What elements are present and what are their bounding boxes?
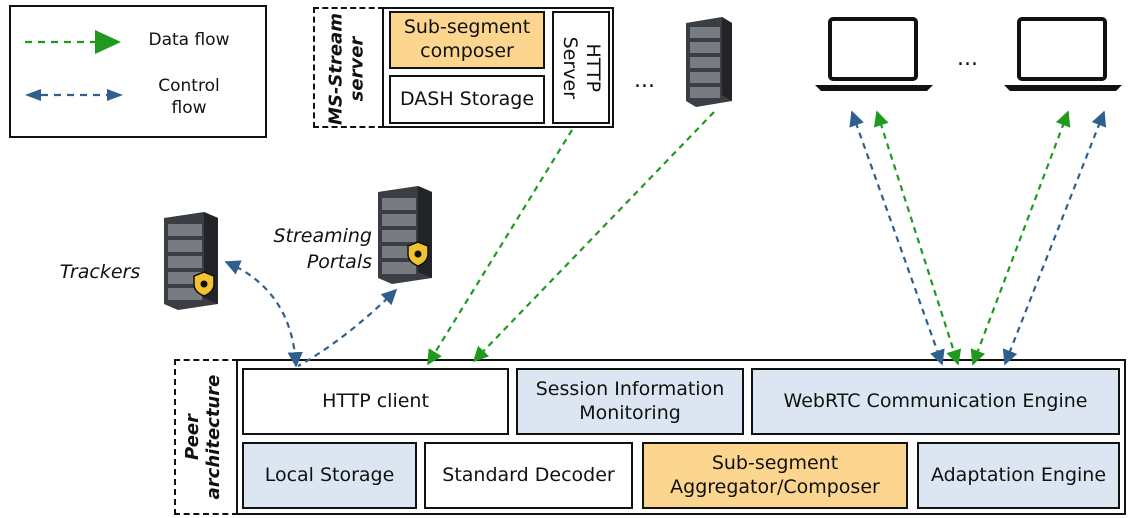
standard-decoder-box: Standard Decoder	[424, 442, 633, 509]
portal-server-icon	[378, 186, 432, 284]
legend-control-flow-arrowhead-left	[25, 89, 41, 101]
legend-control-flow-arrowhead-right	[107, 89, 123, 101]
control-flow-arrow	[297, 288, 398, 367]
control-flow-arrow	[1002, 110, 1107, 366]
session-monitoring-box: Session Information Monitoring	[516, 368, 744, 435]
peer-architecture-label: Peer architecture	[182, 374, 224, 500]
laptop-icon	[1004, 17, 1122, 91]
server-icon	[686, 17, 732, 107]
tracker-server-icon	[164, 212, 218, 310]
control-flow-arrow	[224, 260, 303, 368]
local-storage-box: Local Storage	[242, 442, 417, 509]
data-flow-arrow	[970, 110, 1071, 366]
ellipsis-laptops: ...	[957, 46, 978, 71]
legend-data-flow-arrowhead	[95, 30, 121, 54]
data-flow-arrow	[873, 110, 962, 366]
ms-stream-server-label: MS-Stream server	[325, 13, 368, 125]
legend-arrows	[25, 30, 123, 101]
dash-storage-box: DASH Storage	[389, 75, 545, 124]
http-server-label: HTTP Server	[559, 36, 604, 99]
laptop-icon	[815, 17, 933, 91]
legend-data-flow-label: Data flow	[148, 30, 230, 50]
ellipsis-servers: ...	[634, 68, 655, 93]
http-client-box: HTTP client	[242, 368, 509, 435]
legend-control-flow-label: Control flow	[158, 76, 220, 119]
trackers-label: Trackers	[59, 261, 141, 283]
control-flow-arrow	[849, 110, 945, 366]
aggregator-box: Sub-segment Aggregator/Composer	[642, 442, 908, 509]
streaming-portals-label: Streaming Portals	[273, 225, 372, 273]
legend: Data flow Control flow	[9, 5, 267, 138]
data-flow-arrow	[472, 111, 715, 363]
webrtc-engine-box: WebRTC Communication Engine	[751, 368, 1120, 435]
http-server-box: HTTP Server	[552, 11, 610, 124]
adaptation-engine-box: Adaptation Engine	[917, 442, 1120, 509]
sub-segment-composer-box: Sub-segment composer	[389, 11, 545, 69]
data-flow-arrow	[427, 129, 573, 366]
